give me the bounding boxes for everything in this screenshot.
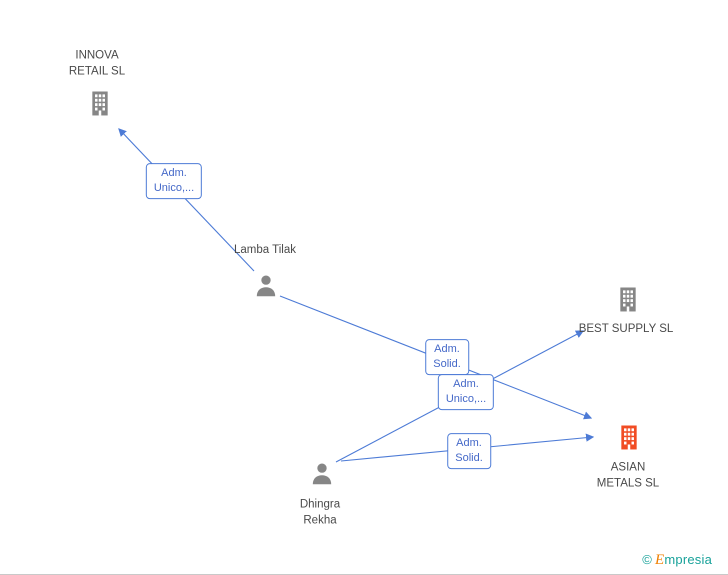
company-building-icon-highlighted[interactable] [618,425,641,450]
empresia-logo[interactable]: ©Empresia [642,552,712,569]
logo-text: mpresia [664,552,712,567]
copyright-symbol: © [642,552,652,567]
edge-label-adm-unico-best-supply: Adm. Unico,... [437,374,495,410]
company-building-icon[interactable] [617,287,640,312]
person-icon[interactable] [309,461,335,487]
person-label-dhingra-rekha[interactable]: Dhingra Rekha [299,498,341,526]
edge-label-adm-unico-innova: Adm. Unico,... [145,163,203,199]
edge-label-adm-solid-asian-dhingra: Adm. Solid. [447,433,491,469]
company-label-best-supply[interactable]: BEST SUPPLY SL [578,323,674,336]
person-icon[interactable] [253,273,279,299]
person-label-lamba-tilak[interactable]: Lamba Tilak [233,244,297,257]
edge-label-adm-solid-asian-lamba: Adm. Solid. [425,339,469,375]
logo-initial: E [654,552,665,568]
company-label-asian-metals[interactable]: ASIAN METALS SL [596,461,660,489]
company-label-innova-retail[interactable]: INNOVA RETAIL SL [68,49,126,77]
company-building-icon[interactable] [89,91,112,116]
